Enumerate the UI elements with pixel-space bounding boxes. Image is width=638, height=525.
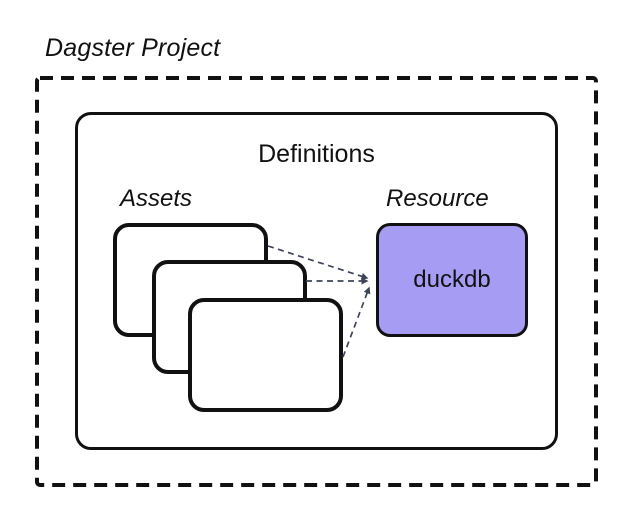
asset-card-3: [188, 298, 343, 412]
assets-label: Assets: [120, 185, 193, 212]
resource-label: Resource: [386, 185, 489, 212]
project-title: Dagster Project: [45, 34, 221, 62]
definitions-label: Definitions: [258, 140, 375, 168]
resource-node-duckdb: duckdb: [376, 223, 528, 337]
definitions-box: Definitions Assets Resource duckdb: [75, 112, 558, 450]
